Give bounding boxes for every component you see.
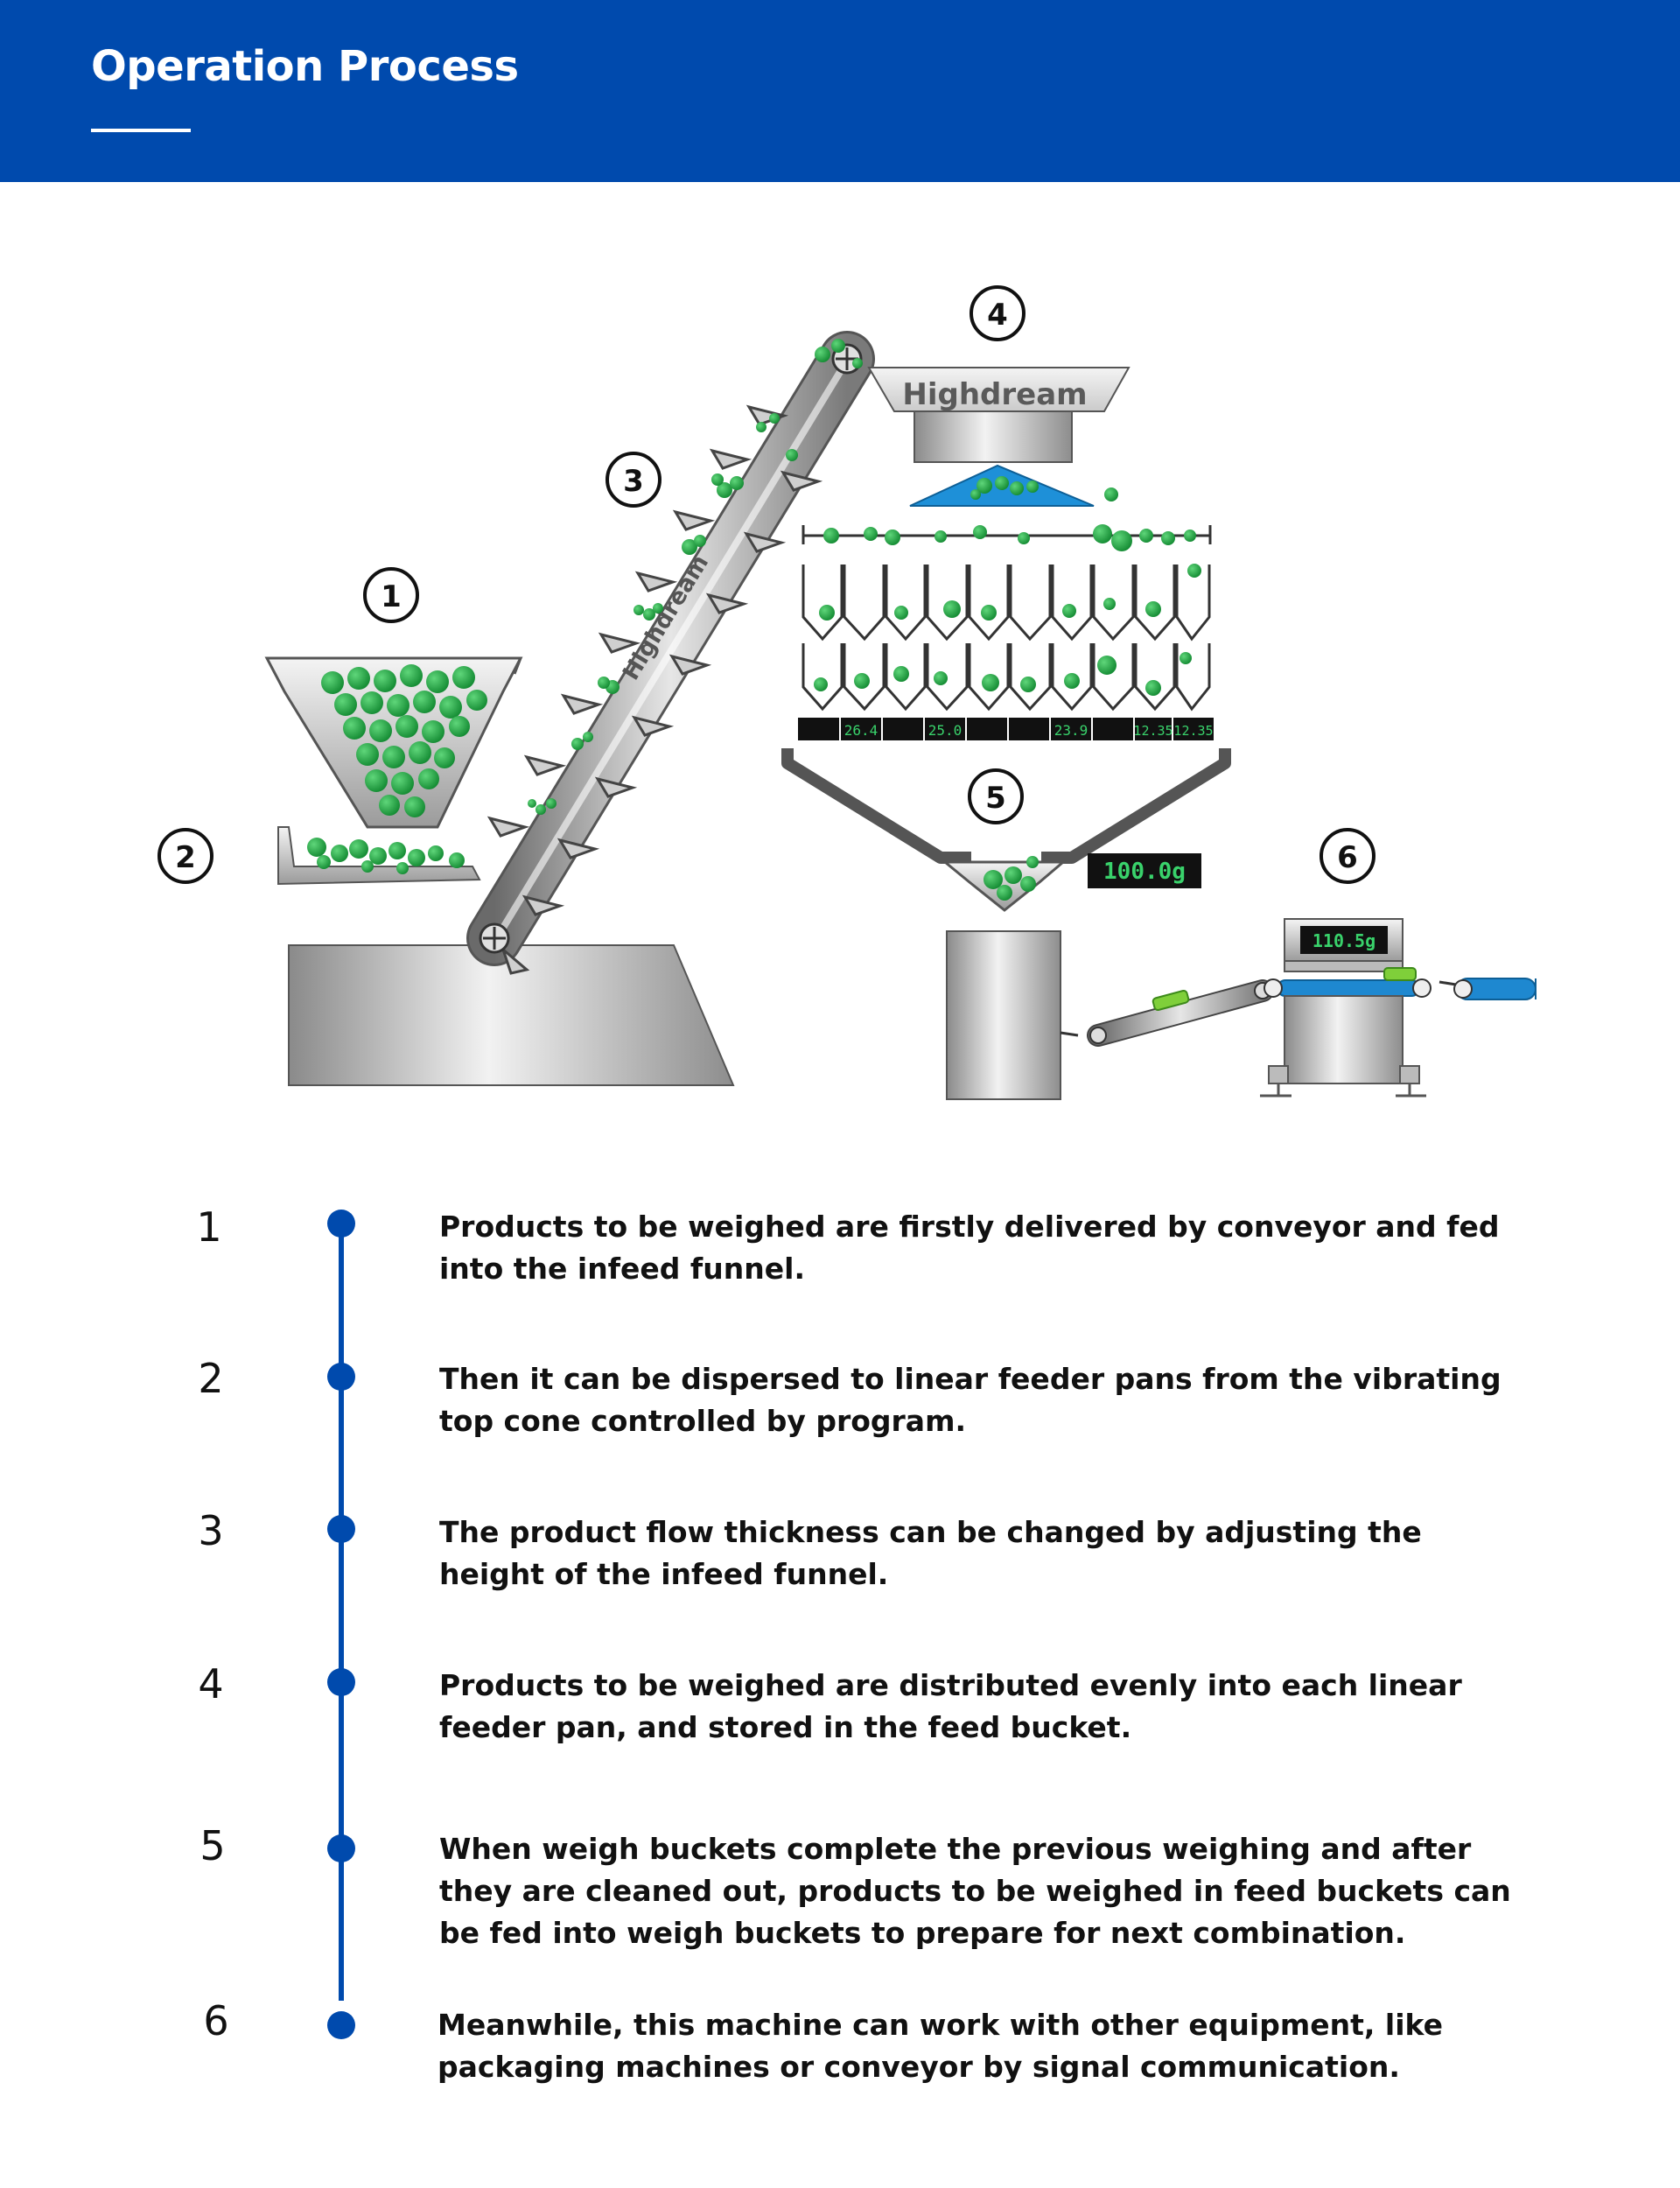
page-title: Operation Process [91, 42, 519, 91]
infeed-funnel [264, 656, 523, 829]
packaging-machine [946, 930, 1061, 1100]
header-banner: Operation Process [0, 0, 1680, 182]
collecting-chute [781, 748, 1231, 912]
step-description: The product flow thickness can be change… [439, 1515, 1422, 1591]
readout-value: 26.4 [844, 722, 878, 739]
outfeed-conveyor [1438, 978, 1536, 1000]
combination-weight-display: 100.0g [1088, 853, 1201, 888]
marker-3: 3 [606, 452, 662, 508]
checkweigher-value: 110.5g [1312, 930, 1376, 951]
marker-6: 6 [1320, 828, 1376, 884]
step-number: 2 [198, 1355, 224, 1402]
marker-4: 4 [970, 285, 1026, 341]
top-cone: Highdream [867, 367, 1130, 507]
timeline-dot [327, 2011, 355, 2039]
readout-value: 12.35 [1173, 723, 1213, 739]
weight-readout-bar: 26.4 25.0 23.9 12.35 12.35 [798, 718, 1214, 740]
infeed-base [288, 944, 735, 1086]
title-underline [91, 129, 191, 132]
marker-5: 5 [968, 768, 1024, 824]
readout-value: 12.35 [1133, 723, 1172, 739]
marker-2-label: 2 [175, 840, 196, 875]
vibrating-feeder-pan [277, 826, 481, 886]
step-number: 4 [198, 1660, 224, 1708]
combination-weight-value: 100.0g [1103, 859, 1186, 885]
marker-3-label: 3 [623, 464, 644, 499]
step-description: Meanwhile, this machine can work with ot… [438, 2008, 1443, 2084]
marker-1: 1 [363, 567, 419, 623]
step-number: 1 [196, 1203, 222, 1251]
incline-conveyor: Highdream [466, 331, 875, 975]
step-number: 3 [198, 1507, 224, 1554]
step-number: 6 [203, 1997, 229, 2044]
checkweigher: 110.5g [1260, 918, 1432, 1098]
timeline-dot [327, 1668, 355, 1696]
step-description: Products to be weighed are distributed e… [439, 1668, 1462, 1744]
marker-5-label: 5 [985, 781, 1006, 816]
marker-4-label: 4 [987, 298, 1008, 333]
timeline-dot [327, 1515, 355, 1543]
output-conveyor [1087, 979, 1274, 1047]
step-number: 5 [200, 1822, 226, 1869]
step-description: Products to be weighed are firstly deliv… [439, 1210, 1500, 1286]
step-description: When weigh buckets complete the previous… [439, 1832, 1511, 1950]
timeline-line [339, 1222, 344, 2001]
marker-1-label: 1 [381, 579, 402, 614]
timeline-dot [327, 1834, 355, 1862]
top-cone-brand-label: Highdream [902, 377, 1087, 412]
timeline-dot [327, 1210, 355, 1238]
marker-2: 2 [158, 828, 214, 884]
step-description: Then it can be dispersed to linear feede… [439, 1362, 1502, 1438]
readout-value: 25.0 [928, 722, 962, 739]
marker-6-label: 6 [1337, 840, 1358, 875]
process-diagram: Highdream Highdream [158, 285, 1536, 1100]
timeline-dot [327, 1363, 355, 1391]
readout-value: 23.9 [1054, 722, 1088, 739]
